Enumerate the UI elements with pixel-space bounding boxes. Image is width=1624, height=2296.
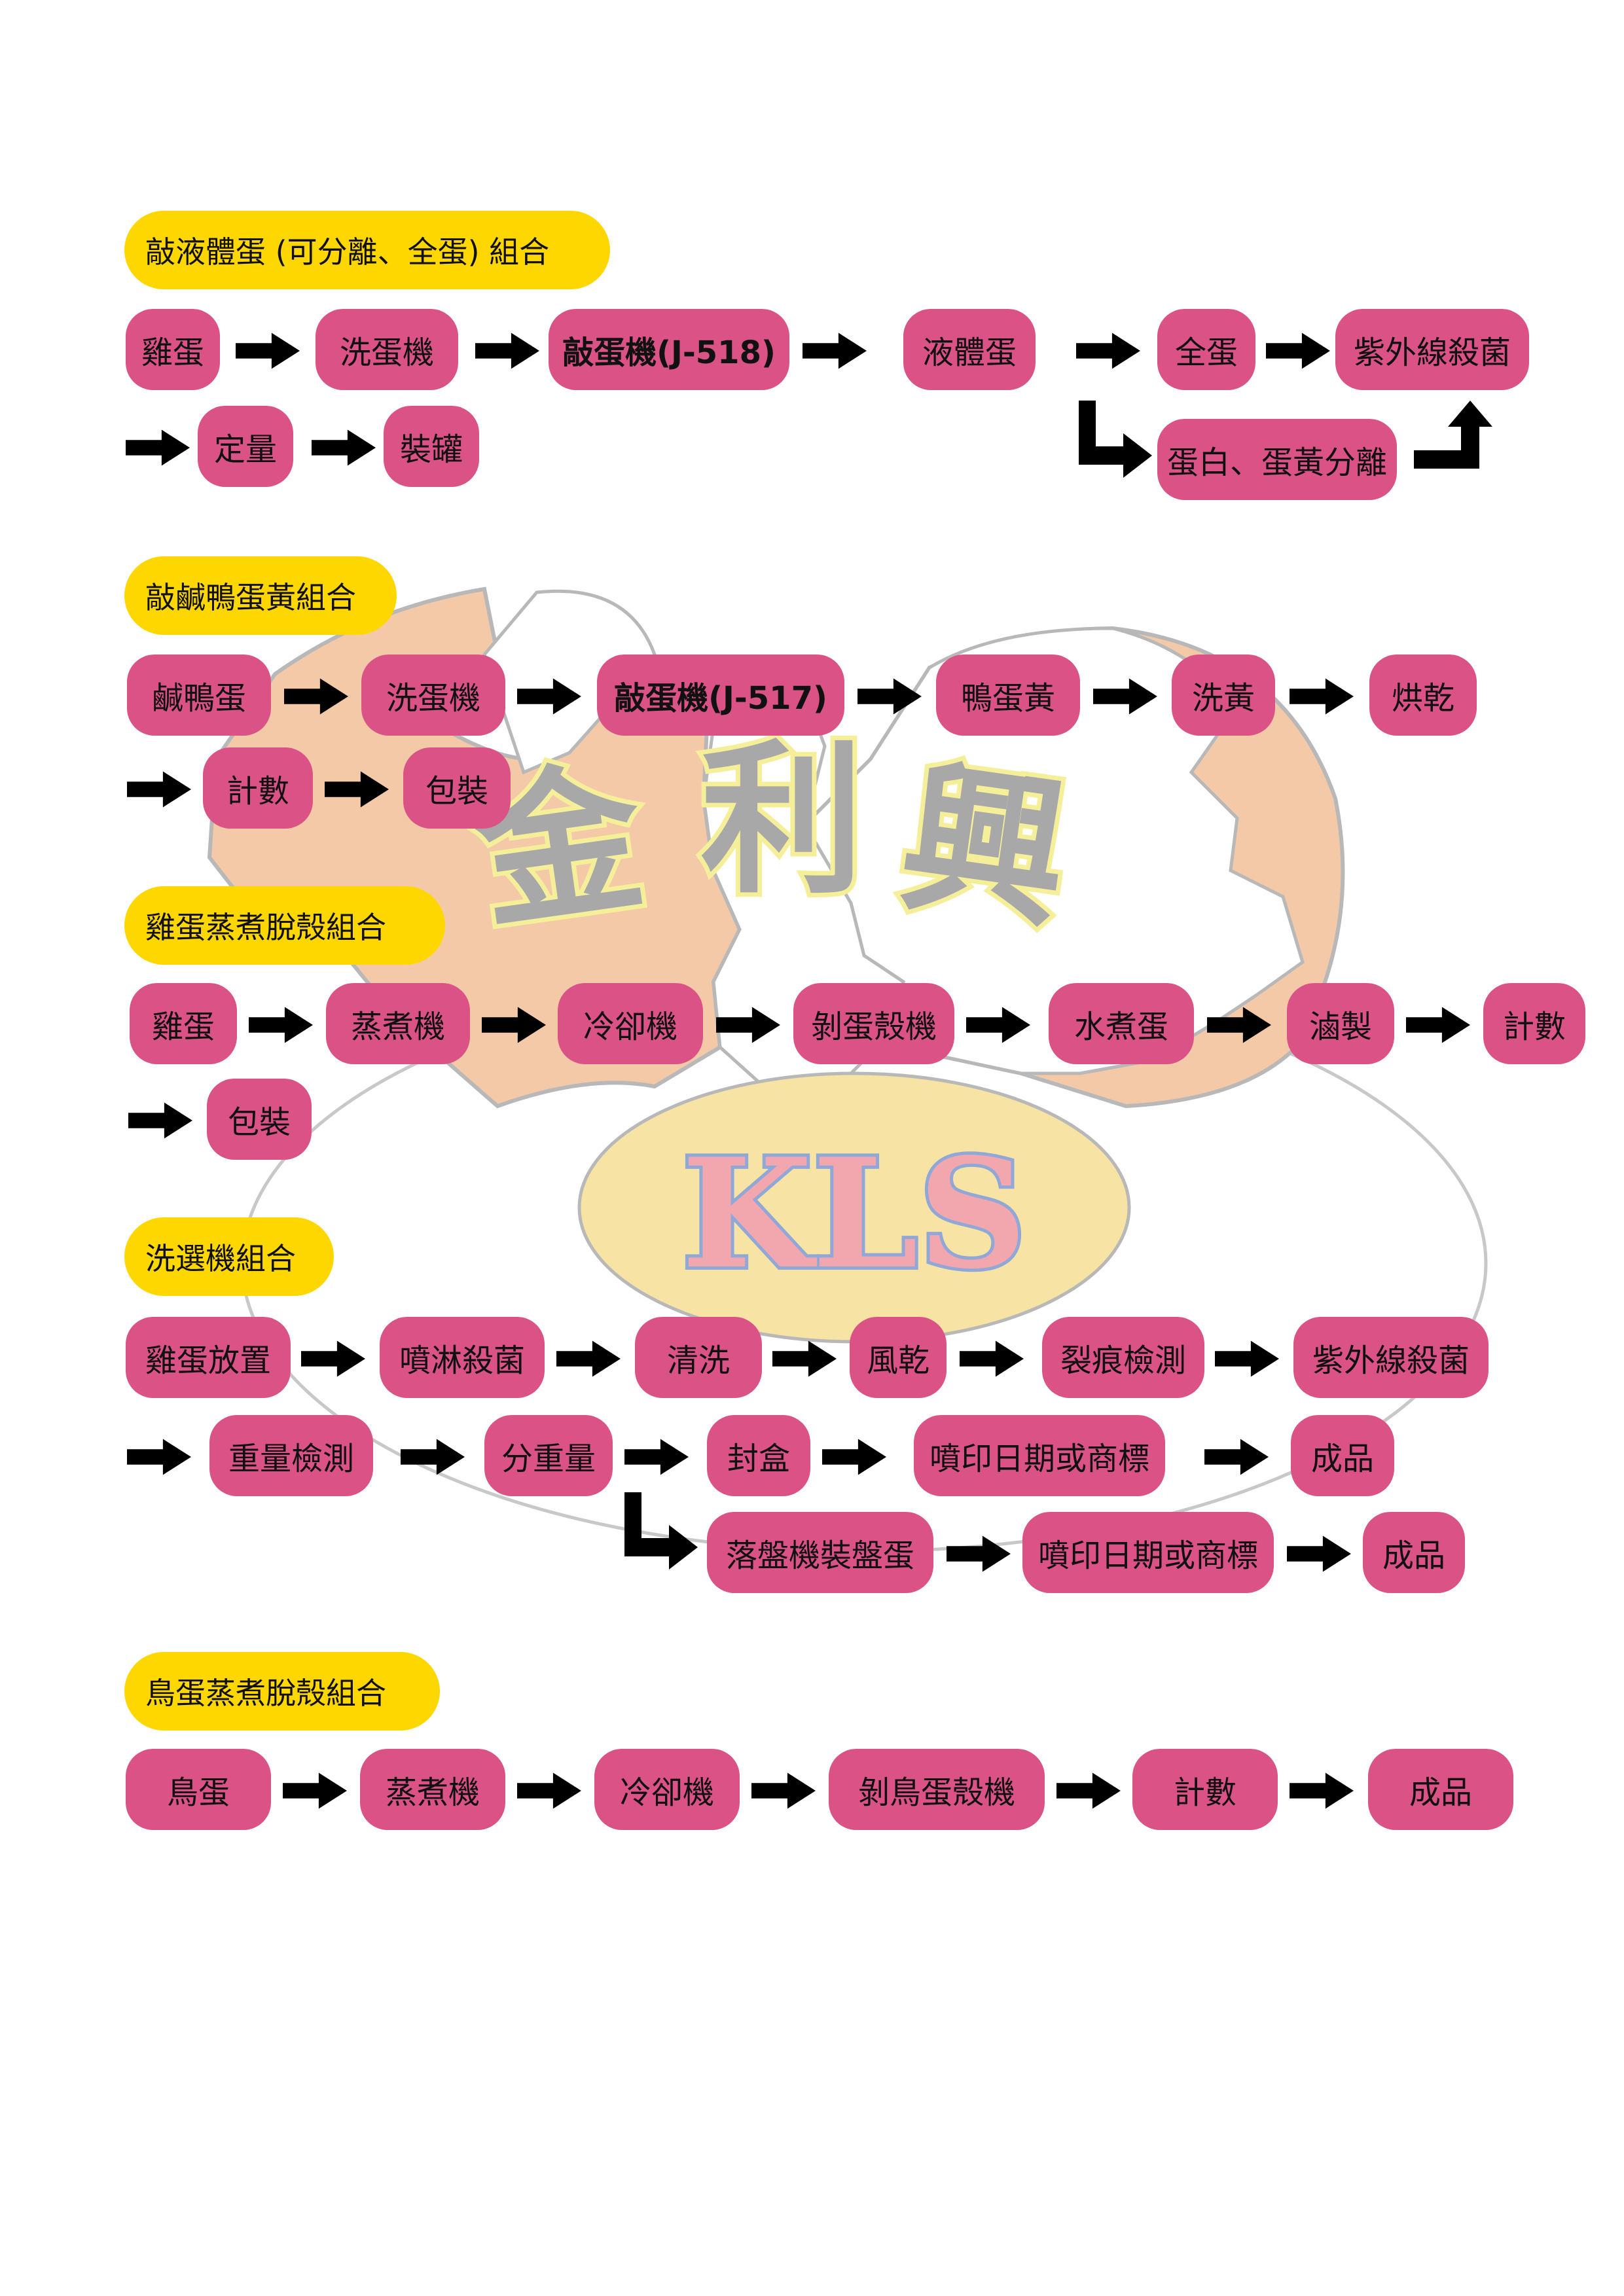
step-chicken-egg: 雞蛋	[126, 309, 220, 390]
arrow-right-icon	[126, 429, 190, 466]
arrow-right-icon	[1266, 332, 1330, 369]
elbow-arrow-down-right-icon	[1079, 401, 1152, 478]
arrow-right-icon	[127, 1439, 191, 1475]
step-salted-duck-egg: 鹹鴨蛋	[127, 655, 271, 736]
arrow-right-icon	[312, 429, 376, 466]
arrow-right-icon	[1207, 1007, 1271, 1043]
arrow-right-icon	[772, 1340, 837, 1377]
arrow-right-icon	[556, 1340, 621, 1377]
step-cooler: 冷卻機	[594, 1749, 740, 1830]
step-product: 成品	[1291, 1415, 1394, 1496]
step-air-dry: 風乾	[850, 1317, 947, 1398]
step-quail-egg: 鳥蛋	[126, 1749, 271, 1830]
section-title-steam-peel-chicken-egg: 雞蛋蒸煮脫殼組合	[124, 886, 445, 965]
step-uv-sterilize: 紫外線殺菌	[1335, 309, 1529, 390]
step-egg-washer: 洗蛋機	[316, 309, 458, 390]
arrow-right-icon	[1204, 1439, 1269, 1475]
arrow-right-icon	[1290, 1772, 1354, 1809]
arrow-right-icon	[128, 1102, 192, 1139]
step-product: 成品	[1363, 1512, 1465, 1593]
step-count: 計數	[1483, 983, 1585, 1064]
arrow-right-icon	[1056, 1772, 1121, 1809]
step-boiled-egg: 水煮蛋	[1049, 983, 1194, 1064]
arrow-right-icon	[284, 678, 348, 715]
step-product: 成品	[1368, 1749, 1513, 1830]
step-tray-loader: 落盤機裝盤蛋	[707, 1512, 933, 1593]
step-egg-washer: 洗蛋機	[361, 655, 505, 736]
step-steamer: 蒸煮機	[360, 1749, 505, 1830]
arrow-right-icon	[401, 1439, 465, 1475]
step-wash-yolk: 洗黃	[1172, 655, 1275, 736]
step-clean: 清洗	[635, 1317, 762, 1398]
step-count: 計數	[203, 747, 313, 829]
step-package: 包裝	[207, 1079, 312, 1160]
step-uv-sterilize: 紫外線殺菌	[1293, 1317, 1489, 1398]
arrow-right-icon	[517, 678, 581, 715]
section-title-liquid-egg: 敲液體蛋 (可分離、全蛋) 組合	[124, 211, 610, 289]
step-place-eggs: 雞蛋放置	[126, 1317, 291, 1398]
arrow-right-icon	[822, 1439, 886, 1475]
arrow-right-icon	[1076, 332, 1140, 369]
step-print-date-logo: 噴印日期或商標	[1022, 1512, 1274, 1593]
step-spray-sterilize: 噴淋殺菌	[380, 1317, 545, 1398]
step-egg-peeler: 剝蛋殼機	[793, 983, 954, 1064]
step-box-seal: 封盒	[707, 1415, 810, 1496]
step-egg-breaker-j518: 敲蛋機(J-518)	[549, 309, 789, 390]
arrow-right-icon	[1287, 1535, 1351, 1572]
step-weight-detect: 重量檢測	[209, 1415, 373, 1496]
step-measure: 定量	[198, 406, 293, 487]
arrow-right-icon	[127, 771, 191, 808]
arrow-right-icon	[966, 1007, 1030, 1043]
step-dry: 烘乾	[1369, 655, 1477, 736]
elbow-arrow-down-right-icon	[624, 1492, 698, 1570]
arrow-right-icon	[1215, 1340, 1279, 1377]
arrow-right-icon	[716, 1007, 780, 1043]
section-title-salted-duck-yolk: 敲鹹鴨蛋黃組合	[124, 556, 397, 635]
step-count: 計數	[1132, 1749, 1278, 1830]
step-duck-yolk: 鴨蛋黃	[936, 655, 1080, 736]
step-marinate: 滷製	[1287, 983, 1394, 1064]
logo-char-1: 金	[465, 740, 655, 953]
step-cooler: 冷卻機	[558, 983, 703, 1064]
step-crack-detect: 裂痕檢測	[1042, 1317, 1204, 1398]
step-print-date-logo: 噴印日期或商標	[914, 1415, 1165, 1496]
step-quail-egg-peeler: 剝鳥蛋殼機	[829, 1749, 1045, 1830]
step-egg-breaker-j517: 敲蛋機(J-517)	[597, 655, 844, 736]
arrow-right-icon	[1406, 1007, 1470, 1043]
step-liquid-egg: 液體蛋	[903, 309, 1036, 390]
arrow-right-icon	[751, 1772, 816, 1809]
arrow-right-icon	[803, 332, 867, 369]
logo-kls: KLS	[681, 1126, 1027, 1302]
logo-char-3: 興	[890, 740, 1079, 953]
arrow-right-icon	[301, 1340, 365, 1377]
step-steamer: 蒸煮機	[326, 983, 470, 1064]
arrow-right-icon	[857, 678, 922, 715]
section-title-steam-peel-quail-egg: 鳥蛋蒸煮脫殼組合	[124, 1652, 440, 1731]
arrow-right-icon	[482, 1007, 546, 1043]
arrow-right-icon	[283, 1772, 347, 1809]
arrow-right-icon	[475, 332, 539, 369]
elbow-arrow-right-up-icon	[1414, 401, 1492, 469]
arrow-right-icon	[947, 1535, 1011, 1572]
step-whole-egg: 全蛋	[1157, 309, 1255, 390]
arrow-right-icon	[325, 771, 389, 808]
step-weight-sort: 分重量	[484, 1415, 613, 1496]
arrow-right-icon	[960, 1340, 1024, 1377]
arrow-right-icon	[624, 1439, 689, 1475]
arrow-right-icon	[249, 1007, 313, 1043]
step-canning: 裝罐	[384, 406, 479, 487]
section-title-wash-grade: 洗選機組合	[124, 1217, 334, 1296]
arrow-right-icon	[236, 332, 300, 369]
arrow-right-icon	[517, 1772, 581, 1809]
step-chicken-egg: 雞蛋	[130, 983, 237, 1064]
step-separate-white-yolk: 蛋白、蛋黃分離	[1157, 419, 1397, 500]
arrow-right-icon	[1290, 678, 1354, 715]
arrow-right-icon	[1093, 678, 1157, 715]
step-package: 包裝	[403, 747, 511, 829]
logo-char-2: 利	[700, 723, 864, 916]
